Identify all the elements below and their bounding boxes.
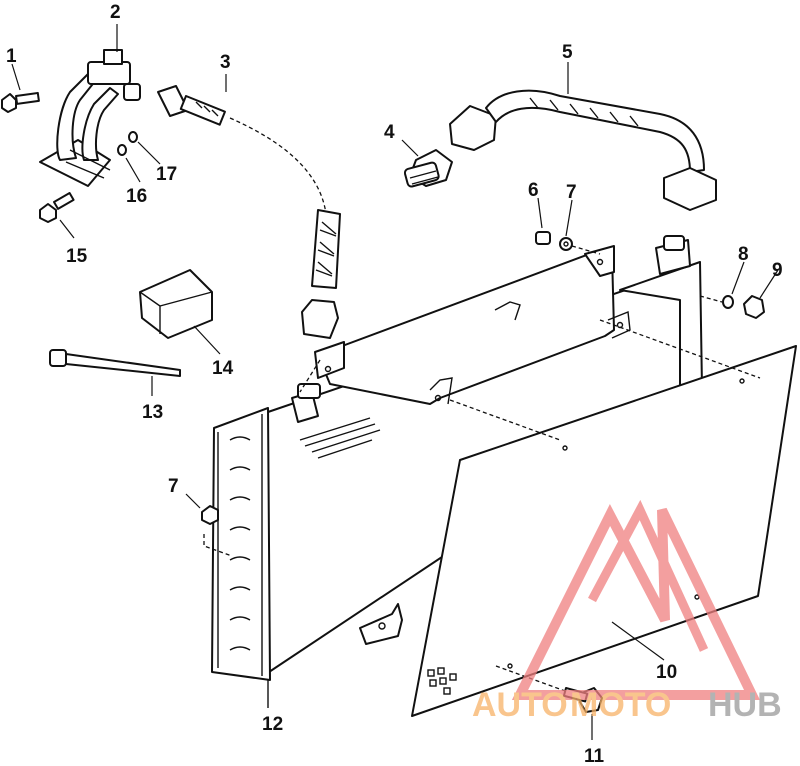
callout-6: 6 <box>528 180 539 201</box>
callout-8: 8 <box>738 244 749 265</box>
callout-10: 10 <box>656 662 677 683</box>
bolt-1 <box>1 63 40 113</box>
washer-nut-hardware <box>535 197 779 319</box>
callout-4: 4 <box>384 122 395 143</box>
nut-6 <box>535 231 551 245</box>
washer-7 <box>559 237 573 251</box>
callout-12: 12 <box>262 714 283 735</box>
o-ring-16 <box>117 144 127 156</box>
callout-13: 13 <box>142 402 163 423</box>
o-ring-17 <box>128 131 138 143</box>
callout-labels: 1 2 3 4 5 6 7 7 8 9 10 11 12 13 14 15 16… <box>6 2 783 766</box>
hose-clip <box>139 269 221 355</box>
callout-5: 5 <box>562 42 573 63</box>
bypass-valve-assembly <box>39 24 141 187</box>
watermark-word-moto: MOTO <box>570 686 671 724</box>
callout-16: 16 <box>126 186 147 207</box>
radiator-fins <box>217 414 263 676</box>
nut-9 <box>743 295 765 319</box>
callout-7: 7 <box>566 182 577 203</box>
oil-hard-line <box>449 62 717 211</box>
bolt-15-orings <box>39 131 161 239</box>
panel-warning-pictograms <box>427 667 457 695</box>
callout-17: 17 <box>156 164 177 185</box>
nut-7-lower <box>185 493 233 557</box>
flexible-oil-hose <box>157 74 341 339</box>
automotohub-watermark: AUTO MOTO HUB <box>472 499 782 724</box>
cable-tie <box>49 349 181 396</box>
watermark-word-hub: HUB <box>708 686 782 724</box>
callout-15: 15 <box>66 246 88 267</box>
watermark-word-auto: AUTO <box>472 686 568 724</box>
callout-1: 1 <box>6 46 17 67</box>
watermark-logo-mark <box>511 499 760 700</box>
washer-8 <box>722 295 734 309</box>
callout-14: 14 <box>212 358 234 379</box>
callout-2: 2 <box>110 2 121 23</box>
callout-9: 9 <box>772 260 783 281</box>
callout-7-lower: 7 <box>168 476 179 497</box>
callout-3: 3 <box>220 52 231 73</box>
adapter-fitting <box>401 139 453 188</box>
callout-11: 11 <box>584 746 605 766</box>
